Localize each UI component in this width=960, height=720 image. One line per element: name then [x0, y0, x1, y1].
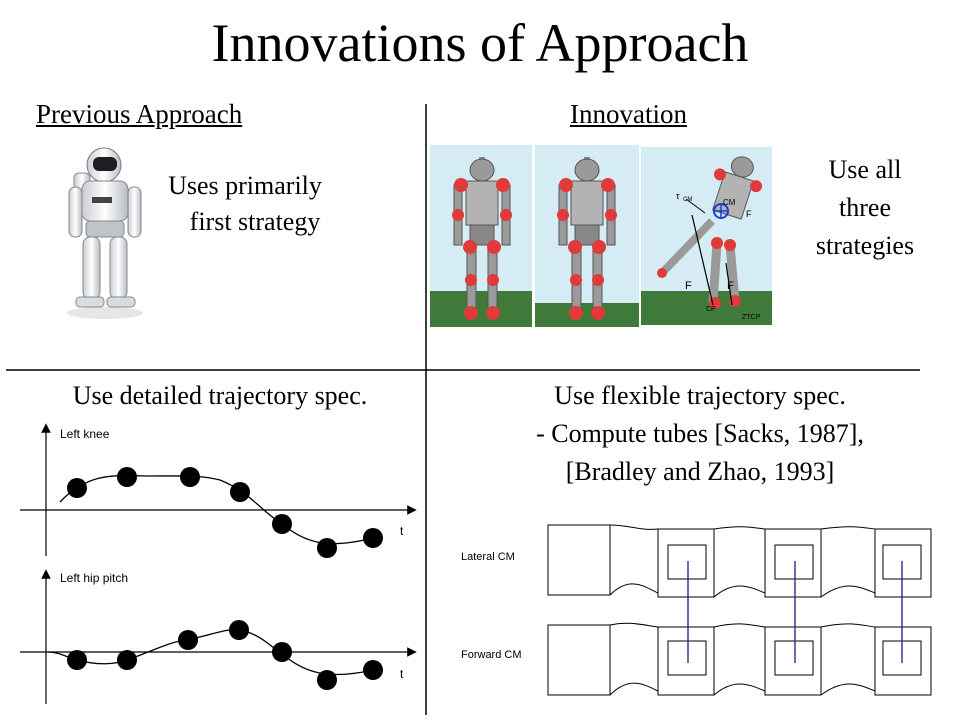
cp-label: CP — [706, 306, 716, 313]
innovation-text-3: strategies — [815, 231, 915, 260]
bottom-right-line-1: Use flexible trajectory spec. — [554, 381, 846, 410]
cm-label: CM — [723, 198, 736, 207]
lateral-tube — [547, 524, 932, 598]
bottom-left-caption: Use detailed trajectory spec. — [72, 381, 368, 410]
tau-subscript: CM — [683, 197, 692, 203]
innovation-text-2: three — [839, 193, 891, 222]
tube-links — [687, 561, 903, 663]
robot-simulation-panels: CM CP ZTCP F F F τ CM — [430, 145, 772, 327]
tubes-diagram: Lateral CM Forward CM — [461, 524, 932, 696]
hip-plot-x-label: t — [400, 667, 404, 681]
hip-plot-title: Left hip pitch — [60, 571, 128, 585]
previous-approach-text-1: Uses primarily — [168, 171, 322, 200]
left-knee-plot: Left knee t — [20, 423, 417, 558]
slide-title: Innovations of Approach — [211, 13, 749, 73]
forward-tube — [547, 622, 932, 696]
ztcp-label: ZTCP — [742, 314, 761, 321]
left-hip-pitch-plot: Left hip pitch t — [20, 569, 417, 704]
innovation-heading: Innovation — [570, 99, 687, 129]
bottom-right-line-2: - Compute tubes [Sacks, 1987], — [536, 419, 864, 448]
knee-plot-x-label: t — [400, 524, 404, 538]
force-label-top: F — [746, 209, 752, 219]
force-label-left: F — [685, 280, 692, 292]
bottom-right-line-3: [Bradley and Zhao, 1993] — [565, 457, 835, 486]
previous-approach-heading: Previous Approach — [36, 99, 243, 129]
forward-cm-label: Forward CM — [461, 649, 522, 661]
humanoid-robot-image — [67, 147, 143, 319]
tau-label: τ — [676, 191, 680, 201]
force-label-right: F — [727, 280, 734, 292]
knee-plot-title: Left knee — [60, 427, 110, 441]
previous-approach-text-2: first strategy — [189, 207, 321, 236]
lateral-cm-label: Lateral CM — [461, 551, 515, 563]
innovation-text-1: Use all — [828, 155, 902, 184]
